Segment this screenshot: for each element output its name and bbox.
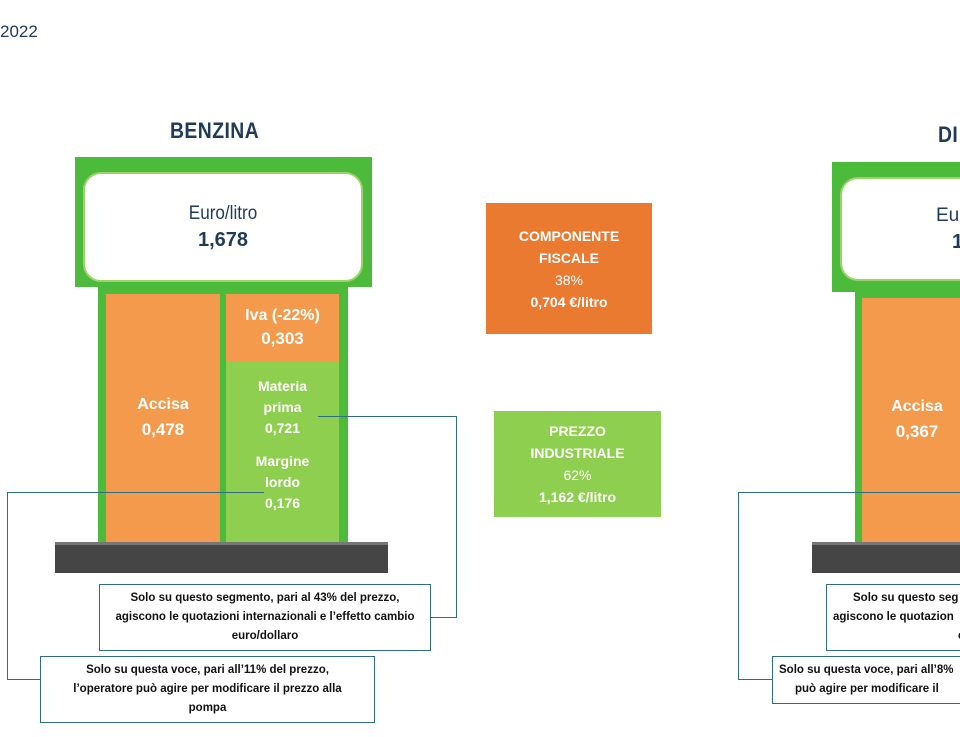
benzina-iva-label: Iva (-22%) (245, 307, 320, 324)
diesel-price-sign: Eur 1 (840, 177, 960, 281)
materia-label-2: prima (263, 399, 302, 415)
note-voce-line2: l’operatore può agire per modificare il … (73, 683, 342, 695)
fiscale-value: 0,704 €/litro (530, 293, 608, 310)
benzina-title: BENZINA (170, 118, 260, 143)
industriale-value: 1,162 €/litro (538, 489, 617, 505)
note-segment-line3: euro/dollaro (231, 630, 299, 642)
diesel-note-segment-line2: agiscono le quotazion (833, 611, 954, 623)
fiscale-line2: FISCALE (539, 249, 599, 266)
note-segment-line1: Solo su questo segmento, pari al 43% del… (130, 592, 400, 604)
diesel-note-segment-line1: Solo su questo seg (853, 592, 959, 604)
prezzo-industriale-box: PREZZO INDUSTRIALE 62% 1,162 €/litro (494, 411, 661, 517)
diesel-note-voce: Solo su questa voce, pari all’8% può agi… (772, 656, 960, 704)
note-voce: Solo su questa voce, pari all’11% del pr… (40, 656, 375, 723)
benzina-accisa-segment: Accisa 0,478 (106, 294, 220, 542)
diesel-connector-h (738, 492, 960, 493)
connector-margine-end (7, 679, 41, 680)
benzina-price-sign: Euro/litro 1,678 (83, 172, 363, 282)
benzina-accisa-label: Accisa (137, 396, 189, 413)
industriale-line2: INDUSTRIALE (530, 445, 625, 461)
fiscale-pct: 38% (554, 271, 584, 288)
benzina-iva-value: 0,303 (261, 329, 304, 348)
benzina-industriale-segment: Materia prima 0,721 Margine lordo 0,176 (226, 362, 339, 542)
connector-materia-v (456, 416, 457, 618)
diesel-sign-value: 1 (952, 230, 960, 253)
note-segmento: Solo su questo segmento, pari al 43% del… (99, 584, 431, 651)
benzina-materia-prima: Materia prima 0,721 (258, 376, 307, 439)
connector-materia-h (318, 416, 457, 417)
connector-materia-end (431, 617, 457, 618)
materia-value: 0,721 (264, 420, 301, 436)
diesel-note-segment-line3: e (833, 627, 960, 646)
note-voce-line3: pompa (188, 702, 227, 714)
benzina-accisa-value: 0,478 (141, 420, 185, 439)
benzina-margine-lordo: Margine lordo 0,176 (256, 451, 310, 514)
diesel-accisa-value: 0,367 (895, 422, 939, 441)
margine-value: 0,176 (264, 495, 301, 511)
connector-margine-h (7, 492, 264, 493)
diesel-accisa-segment: Accisa 0,367 (862, 298, 960, 542)
benzina-sign-value: 1,678 (197, 228, 249, 251)
margine-label-2: lordo (265, 474, 300, 490)
fiscale-line1: COMPONENTE (518, 227, 620, 244)
diesel-pump-base (812, 542, 960, 573)
benzina-iva-segment: Iva (-22%) 0,303 (226, 294, 339, 362)
diesel-connector-end (738, 679, 772, 680)
diesel-connector-v (738, 492, 739, 680)
materia-label-1: Materia (257, 378, 308, 394)
diesel-title: DI (938, 122, 959, 147)
note-segment-line2: agiscono le quotazioni internazionali e … (115, 611, 415, 623)
industriale-line1: PREZZO (549, 423, 606, 439)
diesel-note-voce-line1: Solo su questa voce, pari all’8% (779, 664, 954, 676)
margine-label-1: Margine (255, 453, 310, 469)
connector-margine-v (7, 492, 8, 680)
note-voce-line1: Solo su questa voce, pari all’11% del pr… (86, 664, 329, 676)
year-label: 2022 (0, 22, 38, 41)
diesel-accisa-label: Accisa (891, 398, 943, 415)
benzina-sign-label: Euro/litro (188, 202, 258, 224)
diesel-note-voce-line2: può agire per modificare il (795, 683, 939, 695)
benzina-pump-base (55, 542, 388, 573)
diesel-sign-label: Eur (936, 204, 960, 226)
diesel-note-segmento: Solo su questo seg agiscono le quotazion… (826, 584, 960, 651)
industriale-pct: 62% (563, 467, 592, 483)
componente-fiscale-box: COMPONENTE FISCALE 38% 0,704 €/litro (486, 203, 652, 334)
